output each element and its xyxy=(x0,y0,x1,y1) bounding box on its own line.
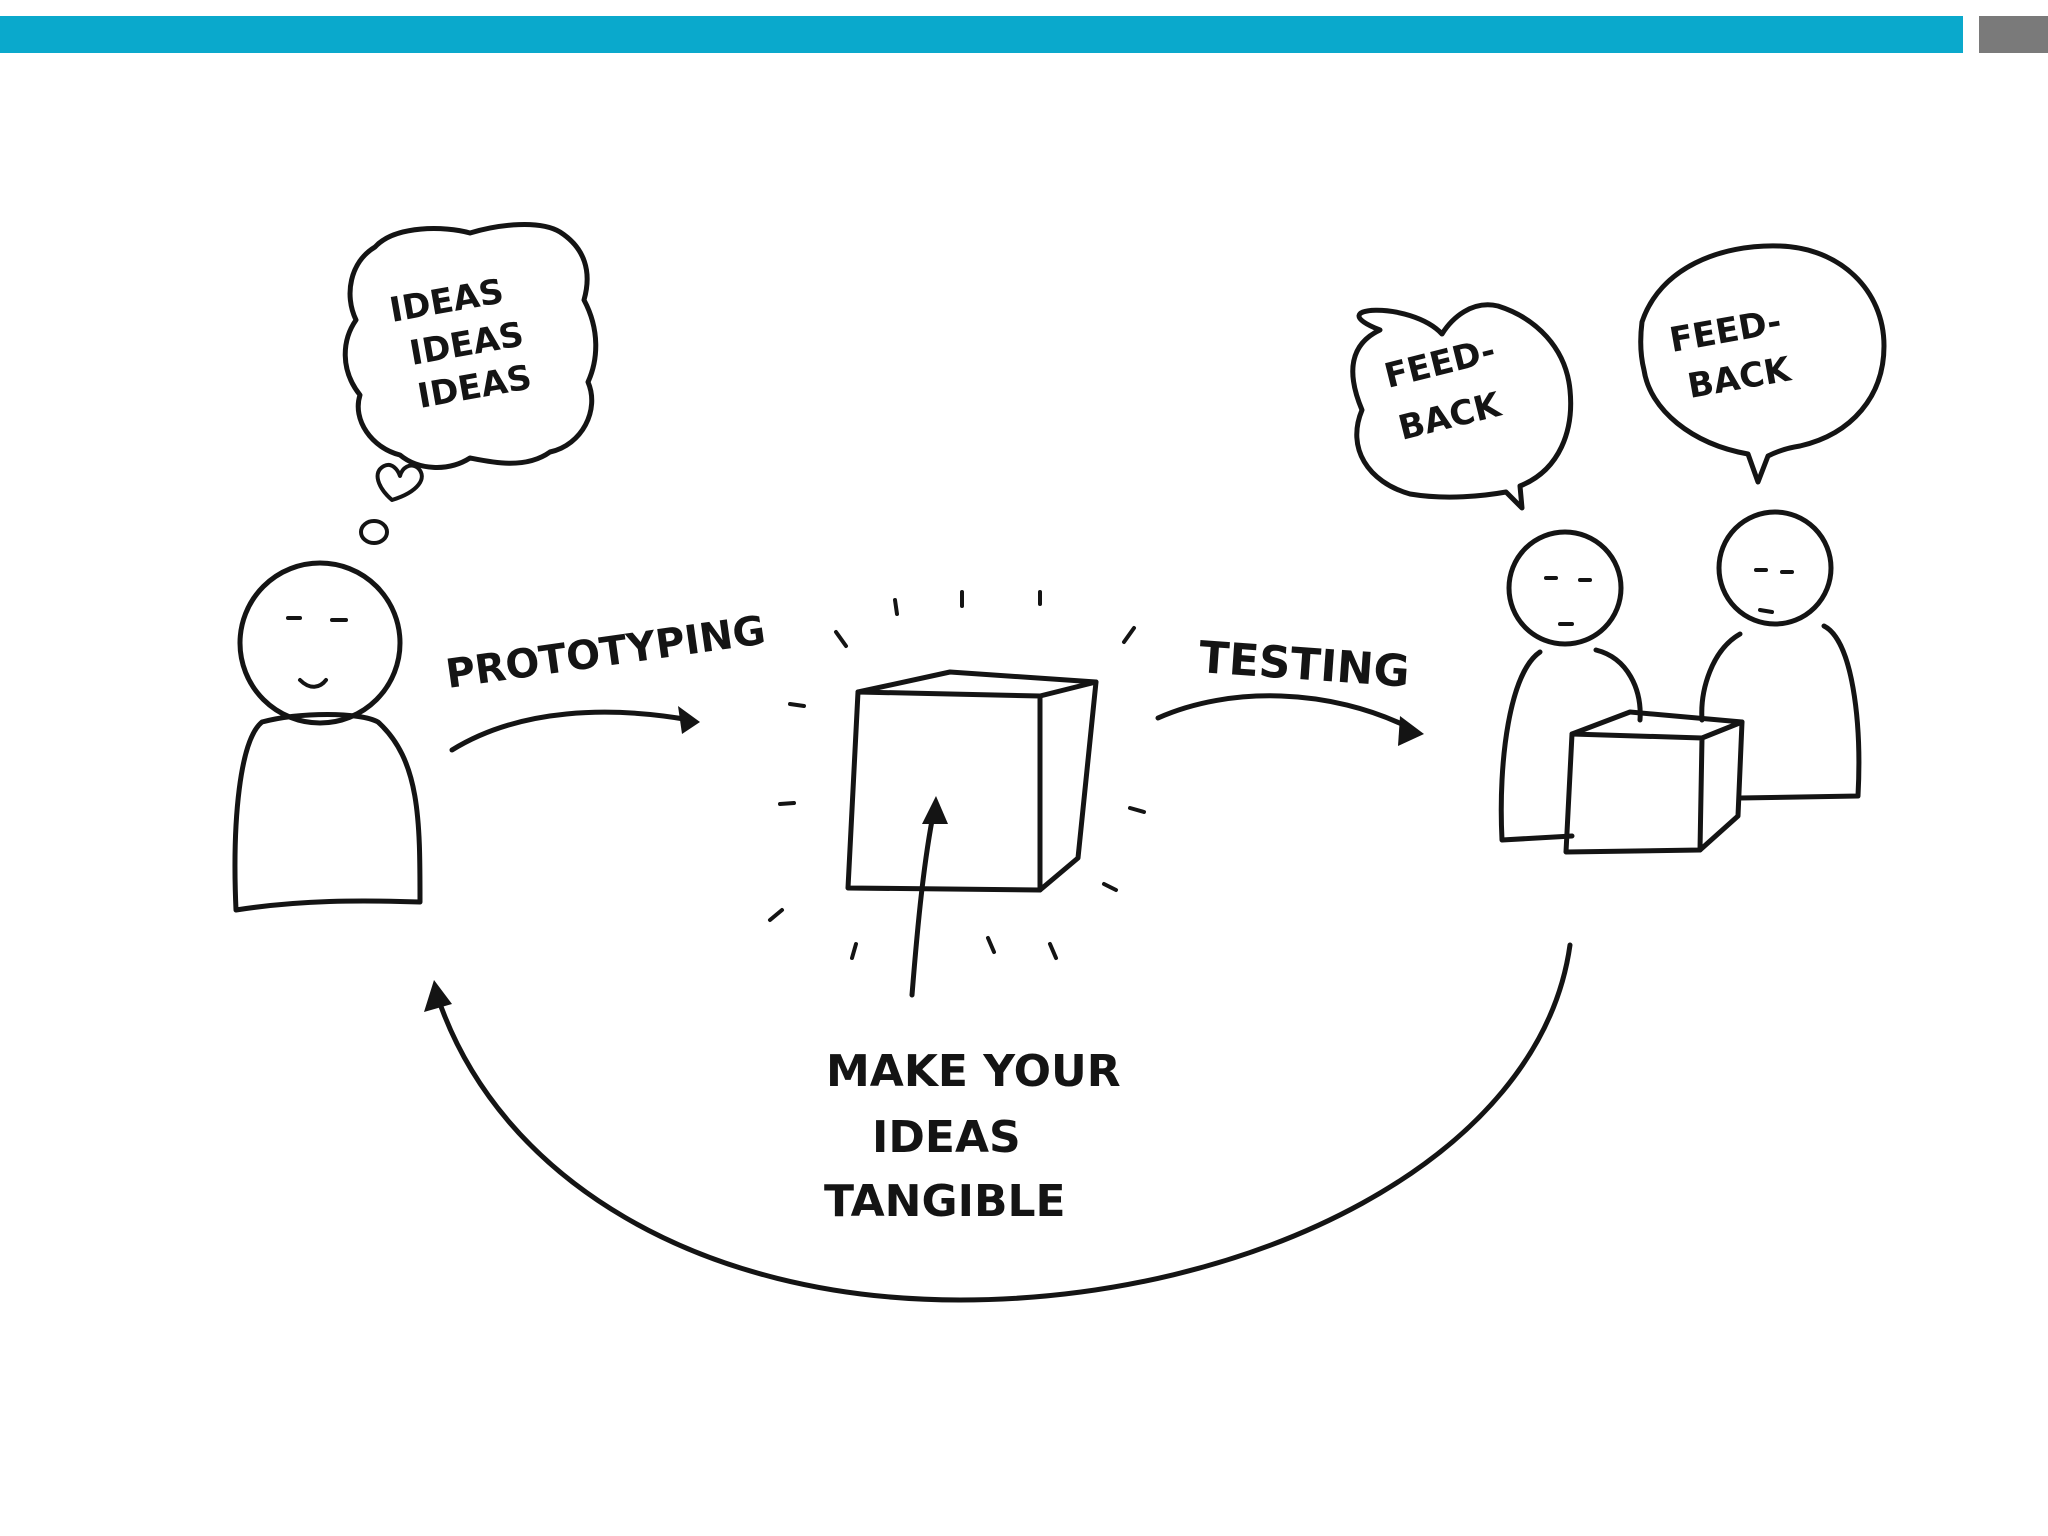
person-body xyxy=(232,712,423,913)
person-head xyxy=(237,560,403,726)
feedback-bubble-right: FEED- BACK xyxy=(1638,243,1887,485)
tangible-pointer xyxy=(909,796,948,998)
pointer-arrow-shaft xyxy=(909,807,937,998)
testing-arrow xyxy=(1155,693,1413,731)
tester-right-body xyxy=(1699,623,1862,801)
speech-bubble-left-outline xyxy=(1350,302,1574,511)
tester-box-side xyxy=(1697,719,1745,853)
testers-with-box-icon xyxy=(1498,509,1862,855)
glowing-prototype-box-icon xyxy=(768,590,1146,960)
cube-side xyxy=(1037,679,1099,893)
prototyping-label: PROTOTYPING xyxy=(443,608,768,698)
tester-left-head xyxy=(1506,529,1624,647)
thought-bubble: IDEAS IDEAS IDEAS xyxy=(342,222,599,545)
glow-rays xyxy=(768,590,1146,960)
tester-right-mouth xyxy=(1758,608,1774,614)
thinking-person-icon xyxy=(232,560,423,913)
feedback-loop-arc xyxy=(435,942,1573,1303)
testing-label: TESTING xyxy=(1197,632,1411,698)
pointer-arrowhead xyxy=(922,796,948,824)
caption-line-1: MAKE YOUR xyxy=(826,1046,1121,1097)
feedback-left-line-2: BACK xyxy=(1395,384,1507,448)
person-smile xyxy=(298,678,328,689)
tester-right-head xyxy=(1716,509,1834,627)
caption-line-3: TANGIBLE xyxy=(824,1176,1066,1227)
prototyping-step: PROTOTYPING xyxy=(443,608,768,753)
testing-arrowhead xyxy=(1398,716,1424,746)
prototyping-arrow xyxy=(449,709,693,753)
header-bar-tab xyxy=(1979,16,2048,53)
accent-header-bar xyxy=(0,16,1963,53)
tangible-caption: MAKE YOUR IDEAS TANGIBLE xyxy=(824,1046,1121,1227)
caption-line-2: IDEAS xyxy=(872,1112,1021,1163)
tester-box-top xyxy=(1569,709,1745,741)
feedback-left-line-1: FEED- xyxy=(1381,331,1500,397)
testing-step: TESTING xyxy=(1155,632,1424,746)
feedback-right-line-2: BACK xyxy=(1685,349,1796,407)
speech-bubble-right-outline xyxy=(1638,243,1887,485)
tester-box-front xyxy=(1563,731,1705,855)
cube-front xyxy=(845,689,1043,893)
prototyping-arrowhead xyxy=(678,706,700,734)
feedback-bubble-left: FEED- BACK xyxy=(1350,302,1574,511)
thought-dot-small xyxy=(359,519,389,545)
thought-dot-heart xyxy=(375,463,424,502)
thought-cloud-outline xyxy=(342,222,599,470)
cube-top xyxy=(855,669,1099,699)
feedback-loop xyxy=(424,942,1573,1303)
feedback-loop-arrowhead xyxy=(424,980,452,1012)
